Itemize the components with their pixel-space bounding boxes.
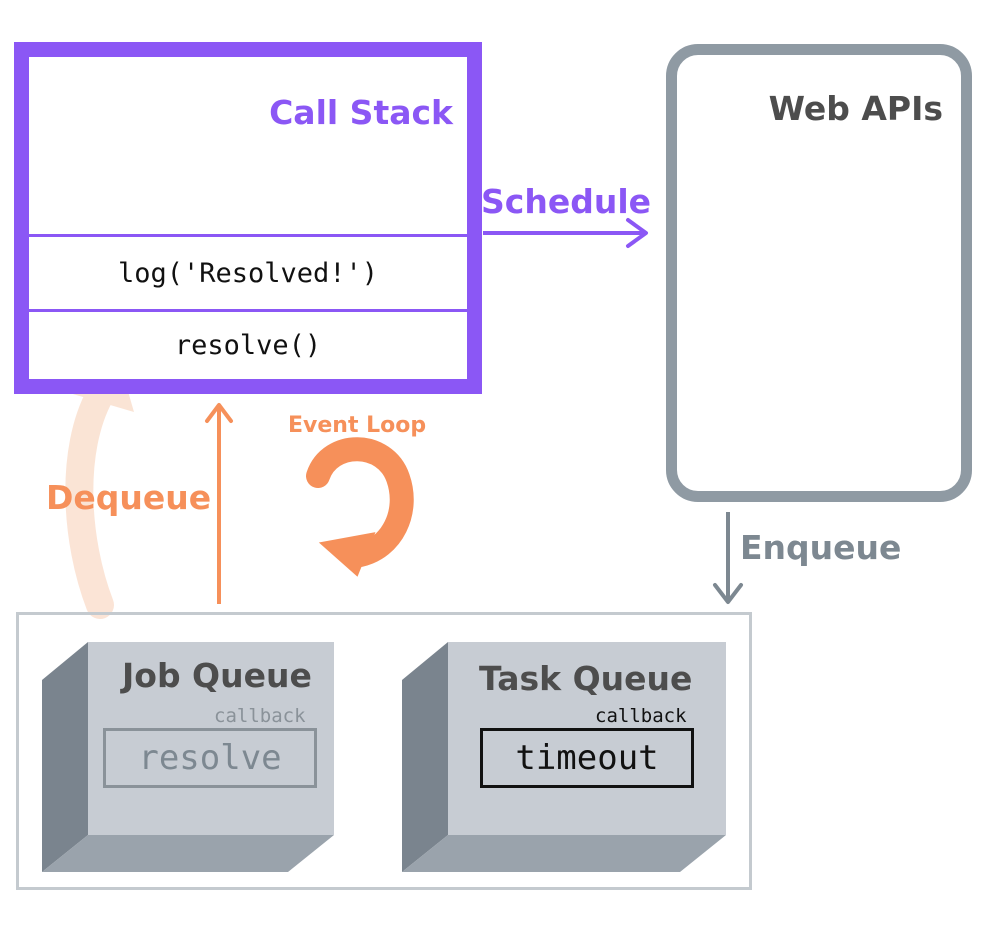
job-queue-item: resolve — [103, 728, 317, 788]
task-queue-callback-label: callback — [595, 705, 687, 727]
job-queue-callback-label: callback — [214, 705, 306, 727]
enqueue-arrow — [713, 512, 743, 604]
dequeue-label: Dequeue — [46, 478, 212, 517]
to-stack-arrow — [205, 403, 233, 604]
web-apis-title: Web APIs — [768, 89, 943, 128]
call-stack: Call Stack log('Resolved!') resolve() — [14, 42, 482, 394]
web-apis: Web APIs — [666, 44, 972, 502]
task-queue-item: timeout — [480, 728, 694, 788]
enqueue-label: Enqueue — [740, 528, 902, 567]
schedule-label: Schedule — [481, 182, 652, 221]
queue-container — [16, 612, 752, 890]
stack-frame-resolve: resolve() — [29, 309, 467, 379]
task-queue-title: Task Queue — [479, 659, 693, 698]
event-loop-label: Event Loop — [288, 413, 427, 438]
call-stack-title: Call Stack — [269, 93, 453, 132]
job-queue-title: Job Queue — [122, 656, 312, 695]
job-queue-block — [42, 642, 334, 872]
schedule-arrow — [483, 218, 648, 248]
event-loop-icon — [306, 437, 414, 577]
task-queue-block — [402, 642, 726, 872]
stack-frame-log: log('Resolved!') — [29, 234, 467, 309]
